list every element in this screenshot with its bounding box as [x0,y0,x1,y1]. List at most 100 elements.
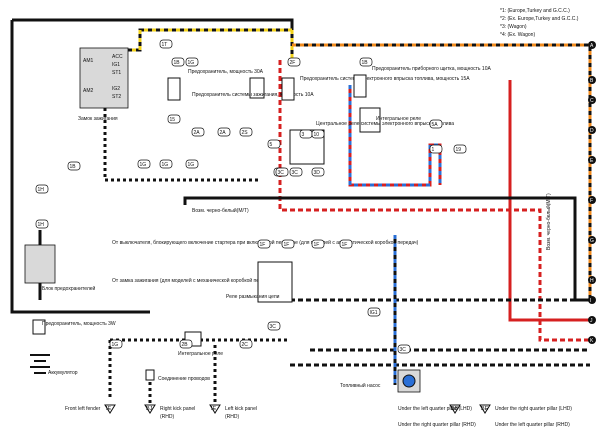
right-marker-label: D [590,128,594,134]
under-right-qp-lhd: Under the right quarter pillar (LHD) [495,406,572,412]
integral-relay-bottom-label: Интегральное реле [178,351,223,357]
connector-box [275,167,289,177]
connector-label: 1T [162,42,168,48]
connector-box [429,144,443,154]
ground-mark-4: BB [451,406,459,412]
right-marker-d [588,126,596,134]
connector-box [239,339,253,349]
right-marker-c [588,96,596,104]
connector-box [257,239,271,249]
connector-label: 1B [174,60,181,66]
fuel-pump: Топливный насос [340,369,421,393]
pin-st1: ST1 [112,70,121,76]
wire-join-box [145,369,155,381]
connector-label: 2C [242,342,249,348]
ignition-switch-box [79,47,129,109]
connector-label: 1F [314,242,320,248]
connector-label: 1H [38,222,45,228]
note-4: *4: (Ex. Wagon) [500,32,535,38]
connector-box [311,167,325,177]
connector-label: 3C [292,170,299,176]
connector-label: 2F [290,60,296,66]
battery: Аккумулятор [30,354,78,376]
fuse-inj-15a-label: Предохранитель системы электронного впры… [300,76,470,82]
fuse-meter-10a: Предохранитель приборного щитка, мощност… [353,66,491,98]
connector-box [35,219,49,229]
right-marker-label: B [590,78,594,84]
right-marker-i [588,296,596,304]
connector-box [67,161,81,171]
right-marker-label: C [590,98,594,104]
wire-join-label: Соединение проводов [158,376,210,382]
right-marker-label: A [590,43,594,49]
note-1: *1: (Europe,Turkey and G.C.C.) [500,8,570,14]
connector-box [185,57,199,67]
integral-relay-top: Интегральное реле [359,107,421,133]
ground-icon [104,404,116,414]
connector-box [267,139,281,149]
pin-ig2: IG2 [112,86,120,92]
connector-label: 1G [188,60,195,66]
connector-box [397,344,411,354]
right-marker-label: J [590,318,593,324]
fuse-meter-10a-box [353,74,367,98]
connector-box [217,127,231,137]
fuse-block-label: Блок предохранителей [42,285,96,292]
pin-am1: AM1 [83,58,94,64]
rhd-note-1: (RHD) [160,414,174,420]
fuse-30a-label: Предохранитель, мощность 30А [188,69,264,75]
connector-box [359,57,373,67]
wire-join: Соединение проводов [145,369,210,382]
right-marker-b [588,76,596,84]
fuel-pump-motor-icon [402,374,416,388]
note-3: *3: (Wagon) [500,24,527,30]
connector-box [429,119,443,129]
connector-label: 2B [182,342,189,348]
integral-relay-top-box [359,107,381,133]
cutoff-relay-label: Реле размыкания цепи [226,294,280,300]
connector-label: 1H [38,187,45,193]
right-marker-label: E [590,158,594,164]
connector-label: 1G [188,162,195,168]
connector-label: 10 [314,132,320,138]
pin-ig1: IG1 [112,62,120,68]
black-mid-wires [183,196,590,367]
right-kick-panel: Right kick panel [160,406,195,412]
connector-label: 2A [220,130,227,136]
ignition-switch-label: Замок зажигания [78,116,118,122]
connector-label: 3 [302,132,305,138]
connector-box [281,239,295,249]
connector-label: 1F [342,242,348,248]
cutoff-relay: Реле размыкания цепи [226,261,293,303]
connector-label: 1B [362,60,369,66]
under-right-qp-rhd: Under the right quarter pillar (RHD) [398,422,476,428]
right-marker-label: F [590,198,593,204]
connector-label: 5 [270,142,273,148]
connector-label: 15 [170,117,176,123]
connector-label: 19 [456,147,462,153]
red-blue-wire [348,85,442,187]
connector-label: 2A [194,130,201,136]
under-left-qp-rhd: Under the left quarter pillar (RHD) [495,422,570,428]
connector-box [267,321,281,331]
integral-relay-top-label: Интегральное реле [376,116,421,122]
battery-label: Аккумулятор [48,370,78,376]
front-left-fender: Front left fender [65,406,101,412]
ground-icon [449,404,461,414]
connector-label: 1G [140,162,147,168]
right-marker-k [588,336,596,344]
red-wires [278,60,590,342]
ign-note: От замка зажигания (для моделей с механи… [112,277,275,284]
connector-box [191,127,205,137]
connector-label: 1F [284,242,290,248]
wb-mt-left: Возм. черно-белый(M/T) [192,207,249,214]
connector-box [453,144,467,154]
yellow-wire [100,28,294,60]
connector-box [179,339,193,349]
ground-mark-5: BE [481,406,489,412]
fuse-30a-box [249,77,265,99]
left-kick-panel: Left kick panel [225,406,257,412]
wb-mt-right: Возм. черно-белый(M/T) [545,193,552,250]
fuel-pump-label: Топливный насос [340,382,381,389]
